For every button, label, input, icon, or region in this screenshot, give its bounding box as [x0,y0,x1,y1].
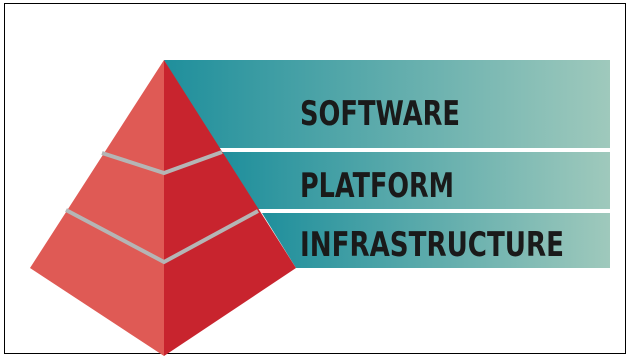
pyramid-dividers [65,150,259,265]
layer-bands [164,60,610,268]
pyramid [30,60,296,356]
layer-labels: SOFTWARE PLATFORM INFRASTRUCTURE [300,94,564,265]
band-separators [216,148,610,213]
divider-middle [65,208,259,265]
label-infrastructure: INFRASTRUCTURE [300,225,564,265]
band-software [164,60,610,148]
divider-top [101,150,223,176]
band-platform [222,152,610,209]
label-platform: PLATFORM [300,166,454,206]
pyramid-left-face [30,60,164,356]
band-infrastructure [262,213,610,268]
label-software: SOFTWARE [300,94,460,134]
pyramid-right-face [164,60,296,356]
